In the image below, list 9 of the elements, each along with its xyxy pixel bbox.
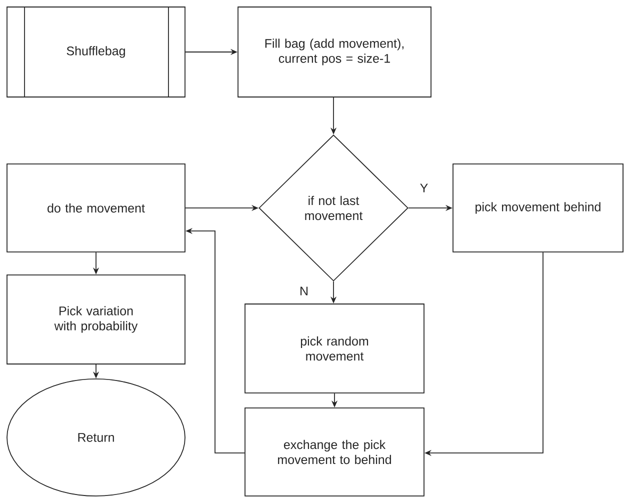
process-box: do the movement [6,164,186,252]
process-box: exchange the pick movement to behind [244,408,424,496]
process-box: pick random movement [244,304,424,394]
process-box: Pick variation with probability [6,274,186,364]
subroutine-box: Shufflebag [6,6,186,98]
process-box: pick movement behind [452,164,624,252]
edge-label: Y [418,182,430,194]
edge-label: N [298,286,310,296]
process-box: Fill bag (add movement), current pos = size-1 [238,6,432,98]
